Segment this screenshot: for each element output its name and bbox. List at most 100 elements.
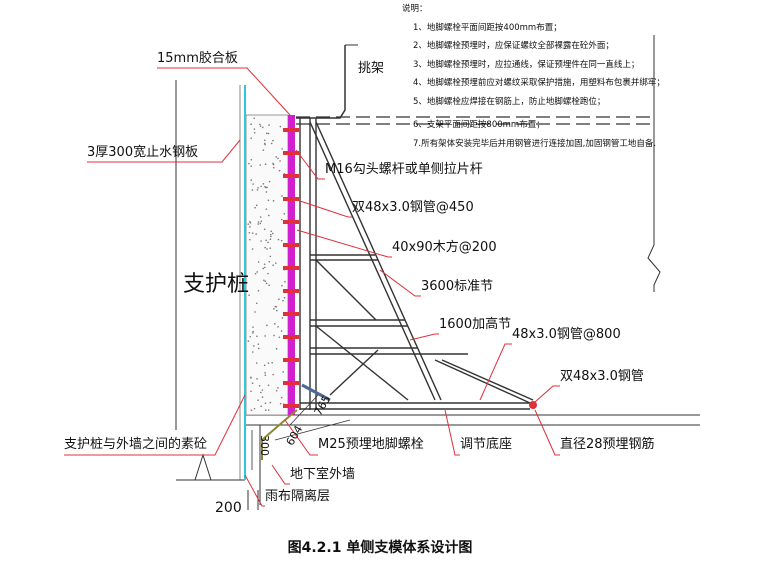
label-double-pipe: 双48x3.0钢管	[560, 369, 644, 384]
concrete-aggregate	[263, 228, 266, 231]
concrete-aggregate	[273, 334, 275, 337]
concrete-aggregate	[278, 169, 281, 172]
concrete-aggregate	[265, 132, 268, 135]
concrete-aggregate	[254, 272, 257, 275]
concrete-aggregate	[281, 148, 284, 150]
concrete-aggregate	[261, 396, 264, 398]
concrete-aggregate	[249, 220, 251, 223]
concrete-aggregate	[269, 247, 272, 249]
concrete-aggregate	[267, 132, 270, 135]
concrete-aggregate	[256, 378, 258, 380]
concrete-aggregate	[279, 402, 282, 405]
concrete-aggregate	[262, 183, 265, 185]
tie-rod-marker	[283, 243, 299, 247]
concrete-aggregate	[276, 309, 278, 312]
concrete-aggregate	[274, 305, 277, 308]
concrete-aggregate	[259, 222, 262, 225]
concrete-aggregate	[267, 199, 270, 202]
concrete-aggregate	[266, 248, 268, 250]
concrete-aggregate	[257, 187, 259, 189]
concrete-aggregate	[265, 191, 268, 193]
concrete-aggregate	[279, 160, 281, 162]
concrete-aggregate	[280, 218, 283, 221]
tie-rod-marker	[283, 220, 299, 224]
concrete-aggregate	[259, 164, 261, 166]
leader-lines	[64, 67, 560, 507]
concrete-aggregate	[271, 232, 274, 235]
concrete-aggregate	[250, 377, 252, 379]
concrete-aggregate	[281, 317, 284, 319]
concrete-aggregate	[280, 330, 283, 332]
label-adjust-base: 调节底座	[460, 437, 513, 452]
concrete-aggregate	[248, 162, 250, 165]
concrete-aggregate	[257, 261, 260, 263]
concrete-aggregate	[264, 402, 267, 405]
concrete-aggregate	[268, 124, 270, 126]
plywood-panel	[288, 115, 295, 415]
concrete-aggregate	[259, 123, 261, 126]
note-item: 6、支架平面间距按800mm布置；	[413, 120, 545, 130]
concrete-aggregate	[255, 233, 257, 235]
concrete-aggregate	[277, 157, 279, 160]
concrete-aggregate	[260, 220, 263, 223]
concrete-aggregate	[265, 282, 268, 285]
note-item: 2、地脚螺栓预埋时，应保证螺纹全部裸露在砼外面；	[413, 41, 614, 51]
concrete-aggregate	[257, 289, 260, 292]
tie-rod-marker	[283, 174, 299, 178]
concrete-aggregate	[259, 125, 262, 127]
concrete-aggregate	[249, 335, 252, 338]
concrete-aggregate	[250, 409, 253, 412]
note-item: 5、地脚螺栓应焊接在钢筋上，防止地脚螺栓跑位；	[413, 97, 606, 107]
concrete-aggregate	[255, 204, 258, 207]
concrete-aggregate	[269, 255, 272, 258]
concrete-aggregate	[275, 348, 278, 350]
concrete-aggregate	[272, 166, 275, 169]
concrete-aggregate	[279, 125, 282, 128]
concrete-aggregate	[257, 221, 260, 223]
label-timber: 40x90木方@200	[392, 240, 497, 255]
label-plywood: 15mm胶合板	[157, 51, 238, 66]
concrete-aggregate	[281, 195, 283, 197]
concrete-aggregate	[263, 364, 266, 367]
concrete-aggregate	[257, 223, 259, 225]
tie-rod-marker	[283, 404, 299, 408]
concrete-aggregate	[264, 409, 267, 411]
concrete-aggregate	[268, 260, 271, 263]
concrete-aggregate	[270, 230, 272, 233]
concrete-aggregate	[269, 401, 272, 404]
concrete-aggregate	[275, 262, 277, 264]
concrete-aggregate	[269, 233, 272, 236]
concrete-aggregate	[252, 332, 254, 334]
concrete-aggregate	[264, 280, 267, 283]
concrete-aggregate	[262, 149, 265, 151]
tie-rod-marker	[283, 381, 299, 385]
concrete-aggregate	[272, 162, 274, 165]
concrete-aggregate	[253, 131, 256, 134]
concrete-aggregate	[251, 189, 254, 191]
dim-200: 200	[215, 500, 242, 516]
note-item: 4、地脚螺栓预埋前应对螺纹采取保护措施，用塑料布包裹并绑牢；	[413, 78, 665, 88]
concrete-aggregate	[252, 326, 254, 328]
concrete-aggregate	[275, 389, 278, 392]
concrete-aggregate	[278, 298, 280, 301]
concrete-aggregate	[267, 384, 270, 387]
concrete-aggregate	[253, 407, 256, 410]
concrete-aggregate	[258, 384, 261, 387]
concrete-aggregate	[270, 142, 273, 145]
concrete-aggregate	[267, 362, 270, 364]
label-isolation: 雨布隔离层	[265, 489, 331, 504]
tie-rod-marker	[283, 266, 299, 270]
concrete-aggregate	[257, 343, 260, 345]
tie-rod-marker	[283, 312, 299, 316]
concrete-aggregate	[249, 226, 251, 228]
concrete-aggregate	[258, 347, 260, 350]
concrete-aggregate	[263, 279, 265, 282]
note-item: 7.所有架体安装完毕后并用钢管进行连接加固,加固钢管工地自备.	[413, 139, 657, 149]
label-anchor-bolt: M25预埋地脚螺栓	[318, 437, 424, 452]
concrete-aggregate	[254, 206, 256, 209]
concrete-aggregate	[267, 241, 269, 244]
concrete-aggregate	[263, 263, 266, 266]
note-item: 3、地脚螺栓预埋时，应拉通线，保证预埋件在同一直线上；	[413, 60, 640, 70]
concrete-aggregate	[271, 361, 273, 364]
